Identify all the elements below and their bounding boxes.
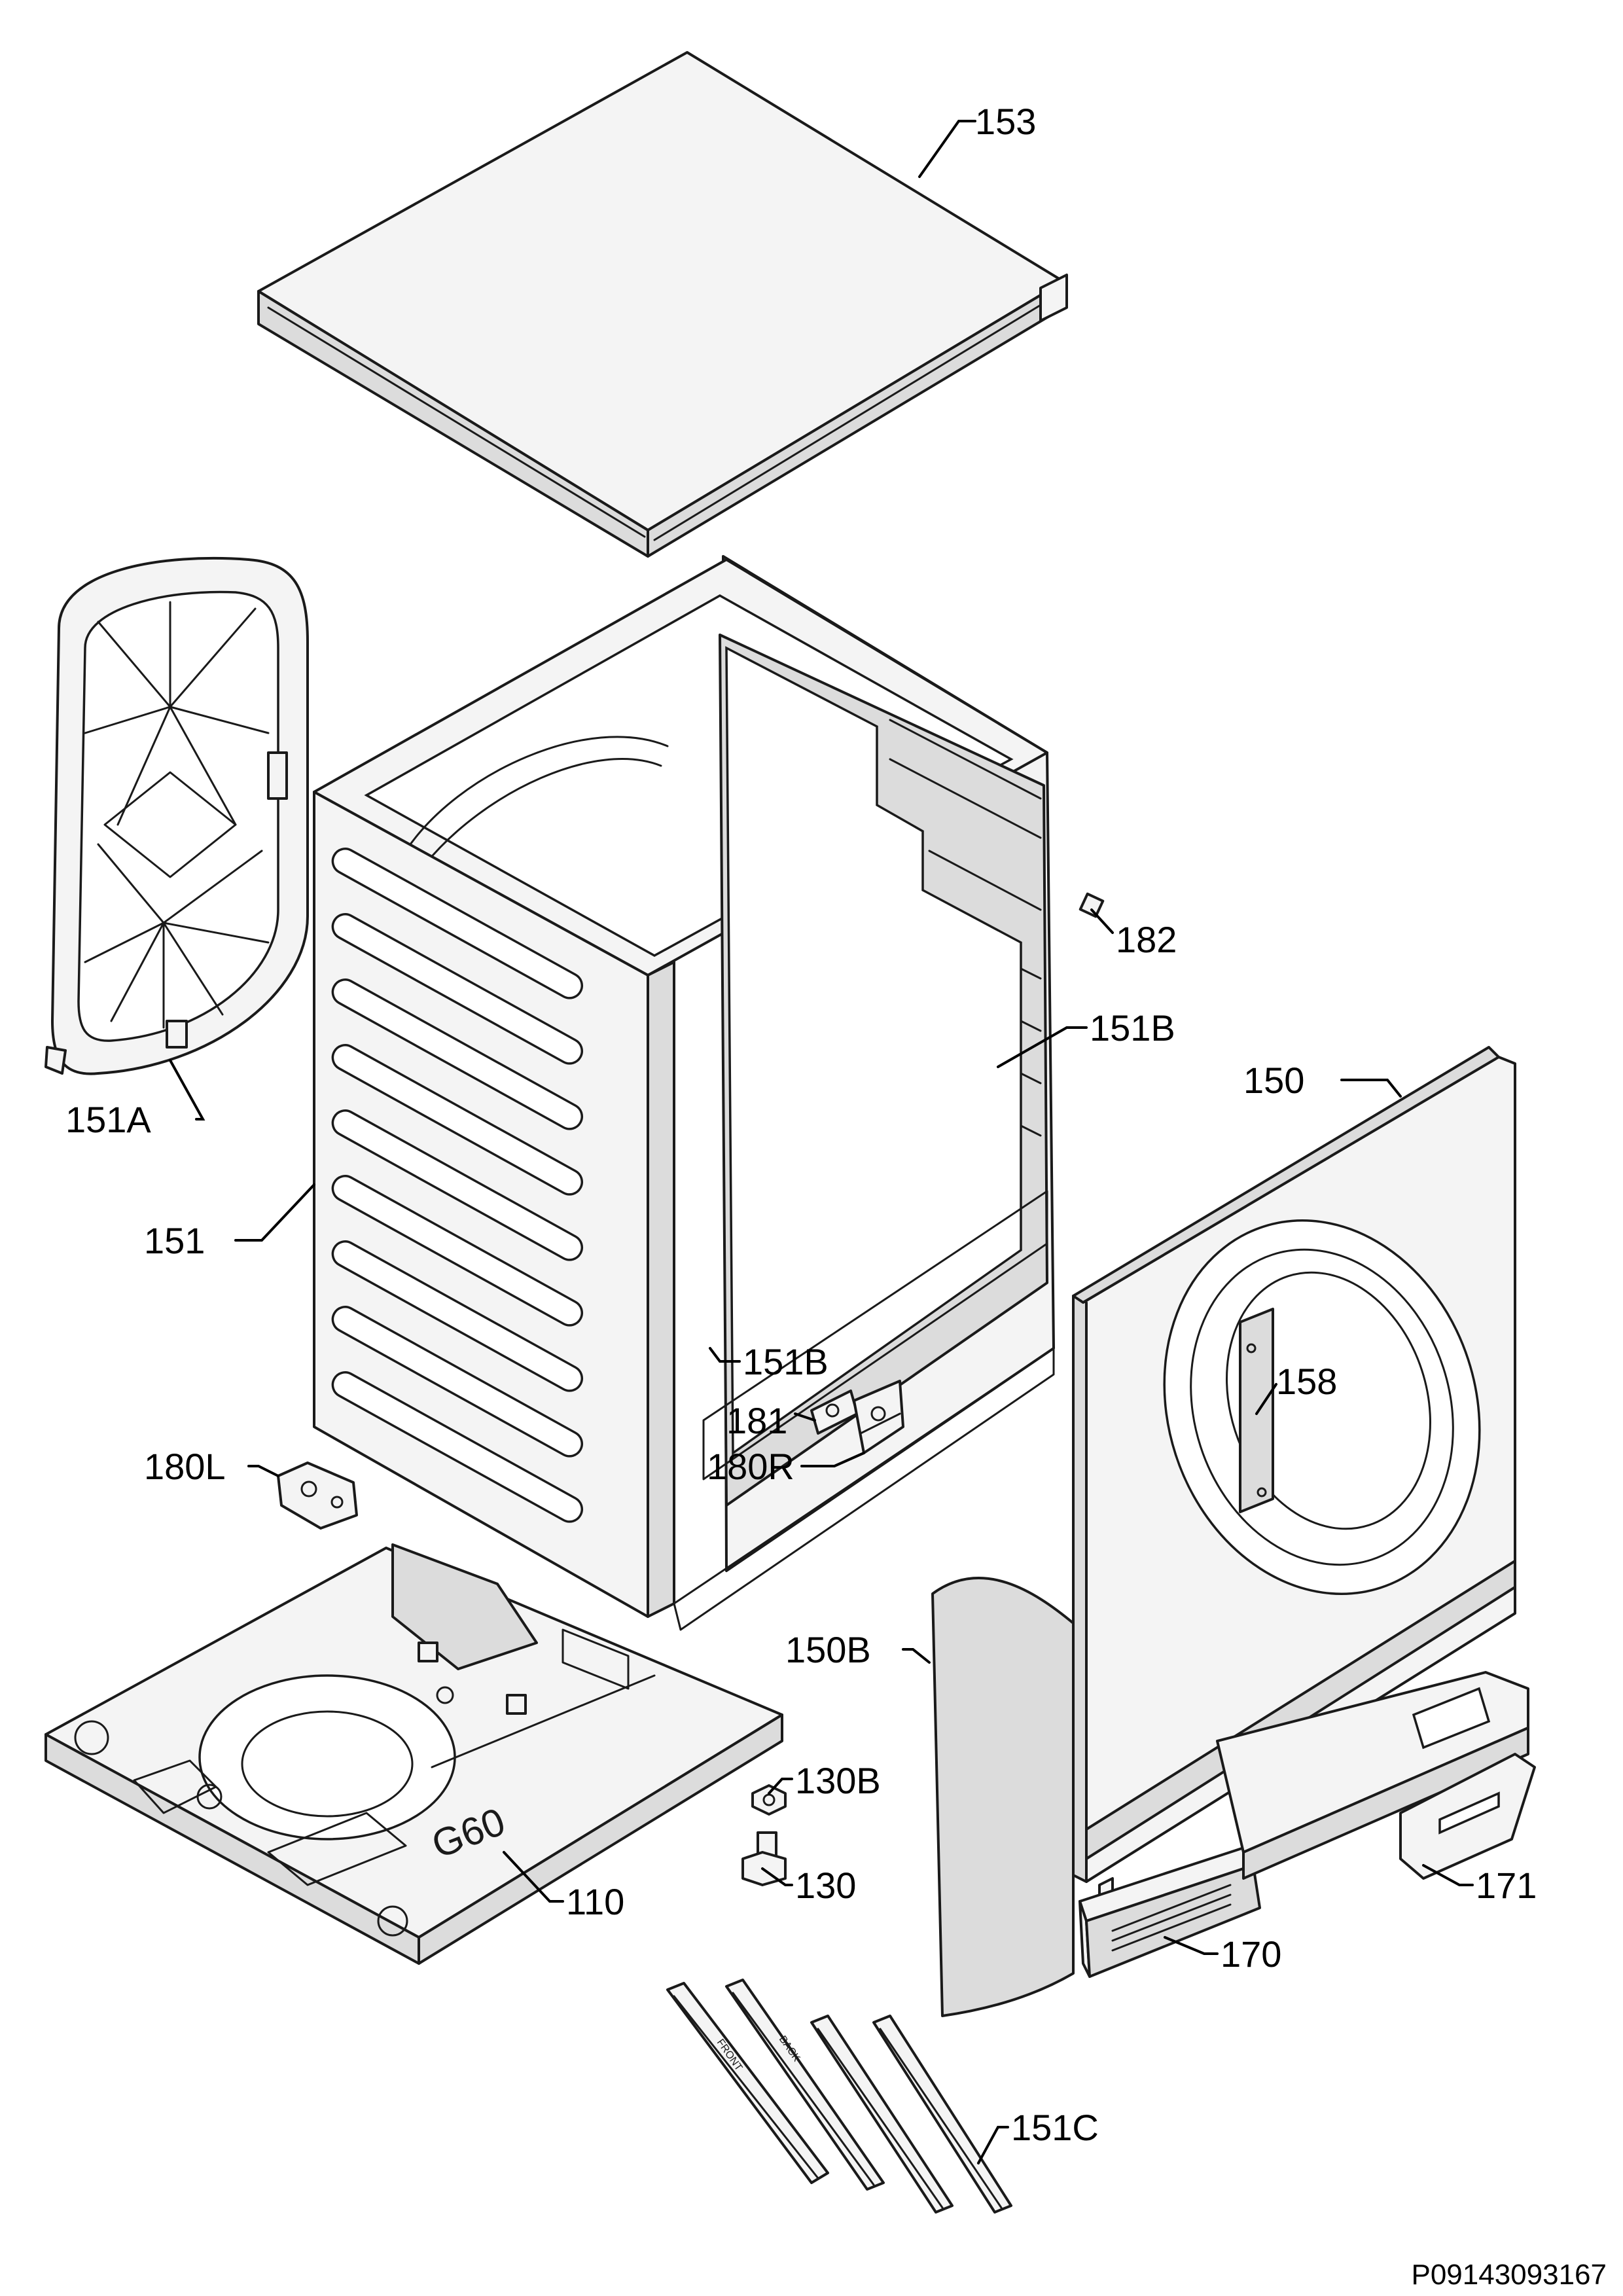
hinge-right-drawing: [853, 1380, 904, 1454]
callout-151c: 151C: [1011, 2107, 1099, 2148]
callout-151: 151: [144, 1220, 205, 1261]
insulation-panel-drawing: [931, 1577, 1075, 2017]
callout-153: 153: [975, 101, 1036, 142]
callout-150: 150: [1243, 1060, 1304, 1101]
dispenser-housing-drawing: [1216, 1671, 1529, 1880]
leader-lines: [169, 120, 1474, 2164]
foot-nut-drawing: [751, 1784, 787, 1816]
door-seal-clip-drawing: [1079, 892, 1105, 918]
hinge-left-drawing: [277, 1462, 358, 1530]
callout-180l: 180L: [144, 1446, 226, 1487]
drawer-handle-drawing: [1399, 1753, 1536, 1880]
document-code: P09143093167: [1411, 2259, 1607, 2291]
callout-151b-bottom: 151B: [743, 1341, 829, 1382]
callout-171: 171: [1476, 1865, 1537, 1906]
side-panel-ribs: [331, 848, 584, 1523]
callout-158: 158: [1276, 1361, 1337, 1402]
callout-170: 170: [1221, 1933, 1281, 1975]
callout-182: 182: [1116, 919, 1177, 960]
cabinet-drawing: [313, 555, 1055, 1631]
base-drawing: G60: [45, 1543, 783, 1965]
callout-130: 130: [795, 1865, 856, 1906]
callout-150b: 150B: [785, 1629, 871, 1670]
kickplate-drawing: [1079, 1844, 1261, 1978]
top-cover-drawing: [257, 51, 1068, 558]
callout-151b-right: 151B: [1090, 1007, 1175, 1049]
callout-151a: 151A: [65, 1099, 151, 1140]
callout-181: 181: [726, 1400, 787, 1441]
rails-drawing: FRONT BACK: [666, 1979, 1012, 2214]
foot-drawing: [741, 1831, 787, 1886]
front-panel-drawing: [1072, 1046, 1516, 1906]
callout-180r: 180R: [707, 1446, 794, 1487]
callout-130b: 130B: [795, 1760, 881, 1801]
callout-110: 110: [566, 1881, 624, 1922]
cover-seal-drawing: [45, 556, 309, 1075]
callout-labels: 153 182 151B 150 151A 151 151B 181 180R …: [65, 101, 1537, 2148]
